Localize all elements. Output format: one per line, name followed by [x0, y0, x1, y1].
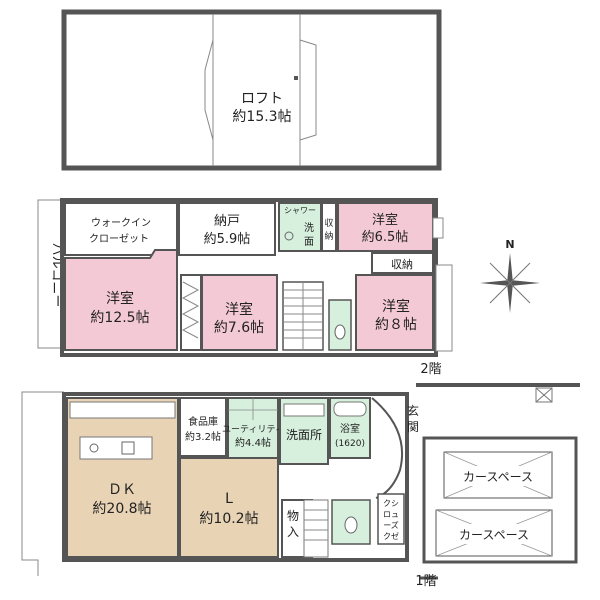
car-space-2-label-bg	[446, 524, 542, 544]
utility-grid	[228, 398, 278, 420]
storage1-label-2: 納	[324, 230, 333, 242]
bay-window	[432, 217, 444, 239]
western65-label: 洋室	[372, 212, 398, 228]
western8-label: 洋室	[382, 298, 410, 315]
walkin-label-1: ウォークイン	[91, 217, 151, 229]
toilet-icon	[344, 516, 358, 534]
loft-post	[294, 76, 298, 80]
dk-size: 約20.8帖	[92, 501, 151, 517]
storage1f-label-2: 入	[287, 525, 299, 539]
loft-floor: ロフト 約15.3帖	[61, 9, 442, 171]
shower-wash	[278, 202, 322, 252]
pantry-label: 食品庫	[188, 415, 218, 428]
western8-size: 約８帖	[375, 317, 417, 333]
pantry	[179, 397, 227, 457]
bath-size: (1620)	[335, 439, 365, 449]
curved-hall	[371, 397, 404, 499]
closet-label-2: ロュ	[383, 510, 399, 519]
closet-label-1: クシ	[383, 499, 399, 508]
nando-size: 約5.9帖	[204, 232, 251, 247]
stair-treads-1f	[304, 509, 328, 541]
western-room-12-5	[64, 249, 178, 351]
nando-room	[178, 202, 276, 256]
dk-label: ＤＫ	[108, 482, 136, 498]
sink-icon	[284, 231, 294, 241]
bathtub	[333, 401, 367, 417]
storage-1	[321, 202, 337, 252]
right-balcony	[435, 264, 453, 352]
walkin-closet	[64, 202, 178, 256]
entrance-label-2: 関	[407, 420, 419, 434]
storage1-label-1: 収	[324, 217, 333, 229]
shower-label: シャワー	[284, 206, 316, 215]
walkin-label-2: クローゼット	[89, 233, 149, 245]
sink-icon	[121, 441, 135, 455]
floor2-label: 2階	[420, 362, 441, 377]
compass: N	[480, 238, 540, 313]
compass-north: N	[505, 238, 514, 251]
storage-2	[371, 252, 434, 274]
storage2-label: 収納	[391, 258, 413, 271]
wash-label-1: 洗	[304, 222, 314, 234]
loft-wall	[61, 9, 442, 171]
stairs-1f	[303, 499, 329, 558]
carport-post-x	[535, 387, 553, 403]
western125-size: 約12.5帖	[90, 310, 149, 326]
kitchen-island	[79, 436, 153, 460]
floor1-label: 1階	[415, 574, 436, 589]
living-room	[179, 457, 279, 558]
western-room-8	[355, 274, 434, 351]
utility-label: ユーティリティ	[222, 424, 284, 435]
washroom-label: 洗面所	[286, 428, 322, 442]
living-size: 約10.2帖	[199, 511, 258, 527]
closet-label-4: クゼ	[383, 531, 399, 541]
western-room-7-6	[201, 274, 278, 351]
car-space-2-label: カースペース	[459, 528, 529, 542]
carport-post	[535, 387, 553, 403]
loft-bay-left	[204, 39, 214, 141]
nando-label: 納戸	[214, 214, 240, 229]
balcony	[37, 199, 63, 349]
storage1f-label-1: 物	[287, 509, 299, 523]
toilet-icon	[334, 324, 346, 340]
loft-size: 約15.3帖	[232, 109, 291, 125]
terrace-outline	[21, 391, 64, 576]
stair-treads	[283, 282, 323, 350]
closet-label-3: ーズ	[383, 520, 399, 530]
western76-size: 約7.6帖	[214, 320, 264, 336]
entrance-label-1: 玄	[407, 403, 419, 418]
closet-doors	[181, 281, 200, 339]
wash-label-2: 面	[304, 237, 314, 248]
living-label: L	[225, 491, 233, 507]
bath-label: 浴室	[340, 422, 360, 435]
dk-room	[66, 397, 179, 558]
floor2: バルコニー ウォークイン クローゼット 洋室 約12.5帖 納戸 約5.9帖 シ…	[37, 198, 453, 377]
kitchen-counter	[69, 401, 176, 419]
western65-size: 約6.5帖	[362, 230, 409, 245]
western76-label: 洋室	[225, 301, 253, 318]
shoe-closet	[377, 493, 405, 545]
compass-diag	[489, 262, 531, 304]
loft-bay-right	[299, 39, 317, 141]
stove-icon	[89, 443, 99, 453]
pantry-size: 約3.2帖	[185, 430, 221, 443]
western125-label: 洋室	[106, 290, 134, 307]
utility-size: 約4.4帖	[235, 436, 271, 449]
car-space-1-label: カースペース	[463, 470, 533, 484]
western-room-6-5	[337, 202, 434, 252]
car-space-1-label-bg	[452, 466, 544, 486]
vanity-counter	[283, 403, 325, 417]
floor1: ＤＫ 約20.8帖 食品庫 約3.2帖 ユーティリティ 約4.4帖 洗面所 浴室…	[21, 383, 580, 589]
loft-name: ロフト	[241, 91, 283, 107]
